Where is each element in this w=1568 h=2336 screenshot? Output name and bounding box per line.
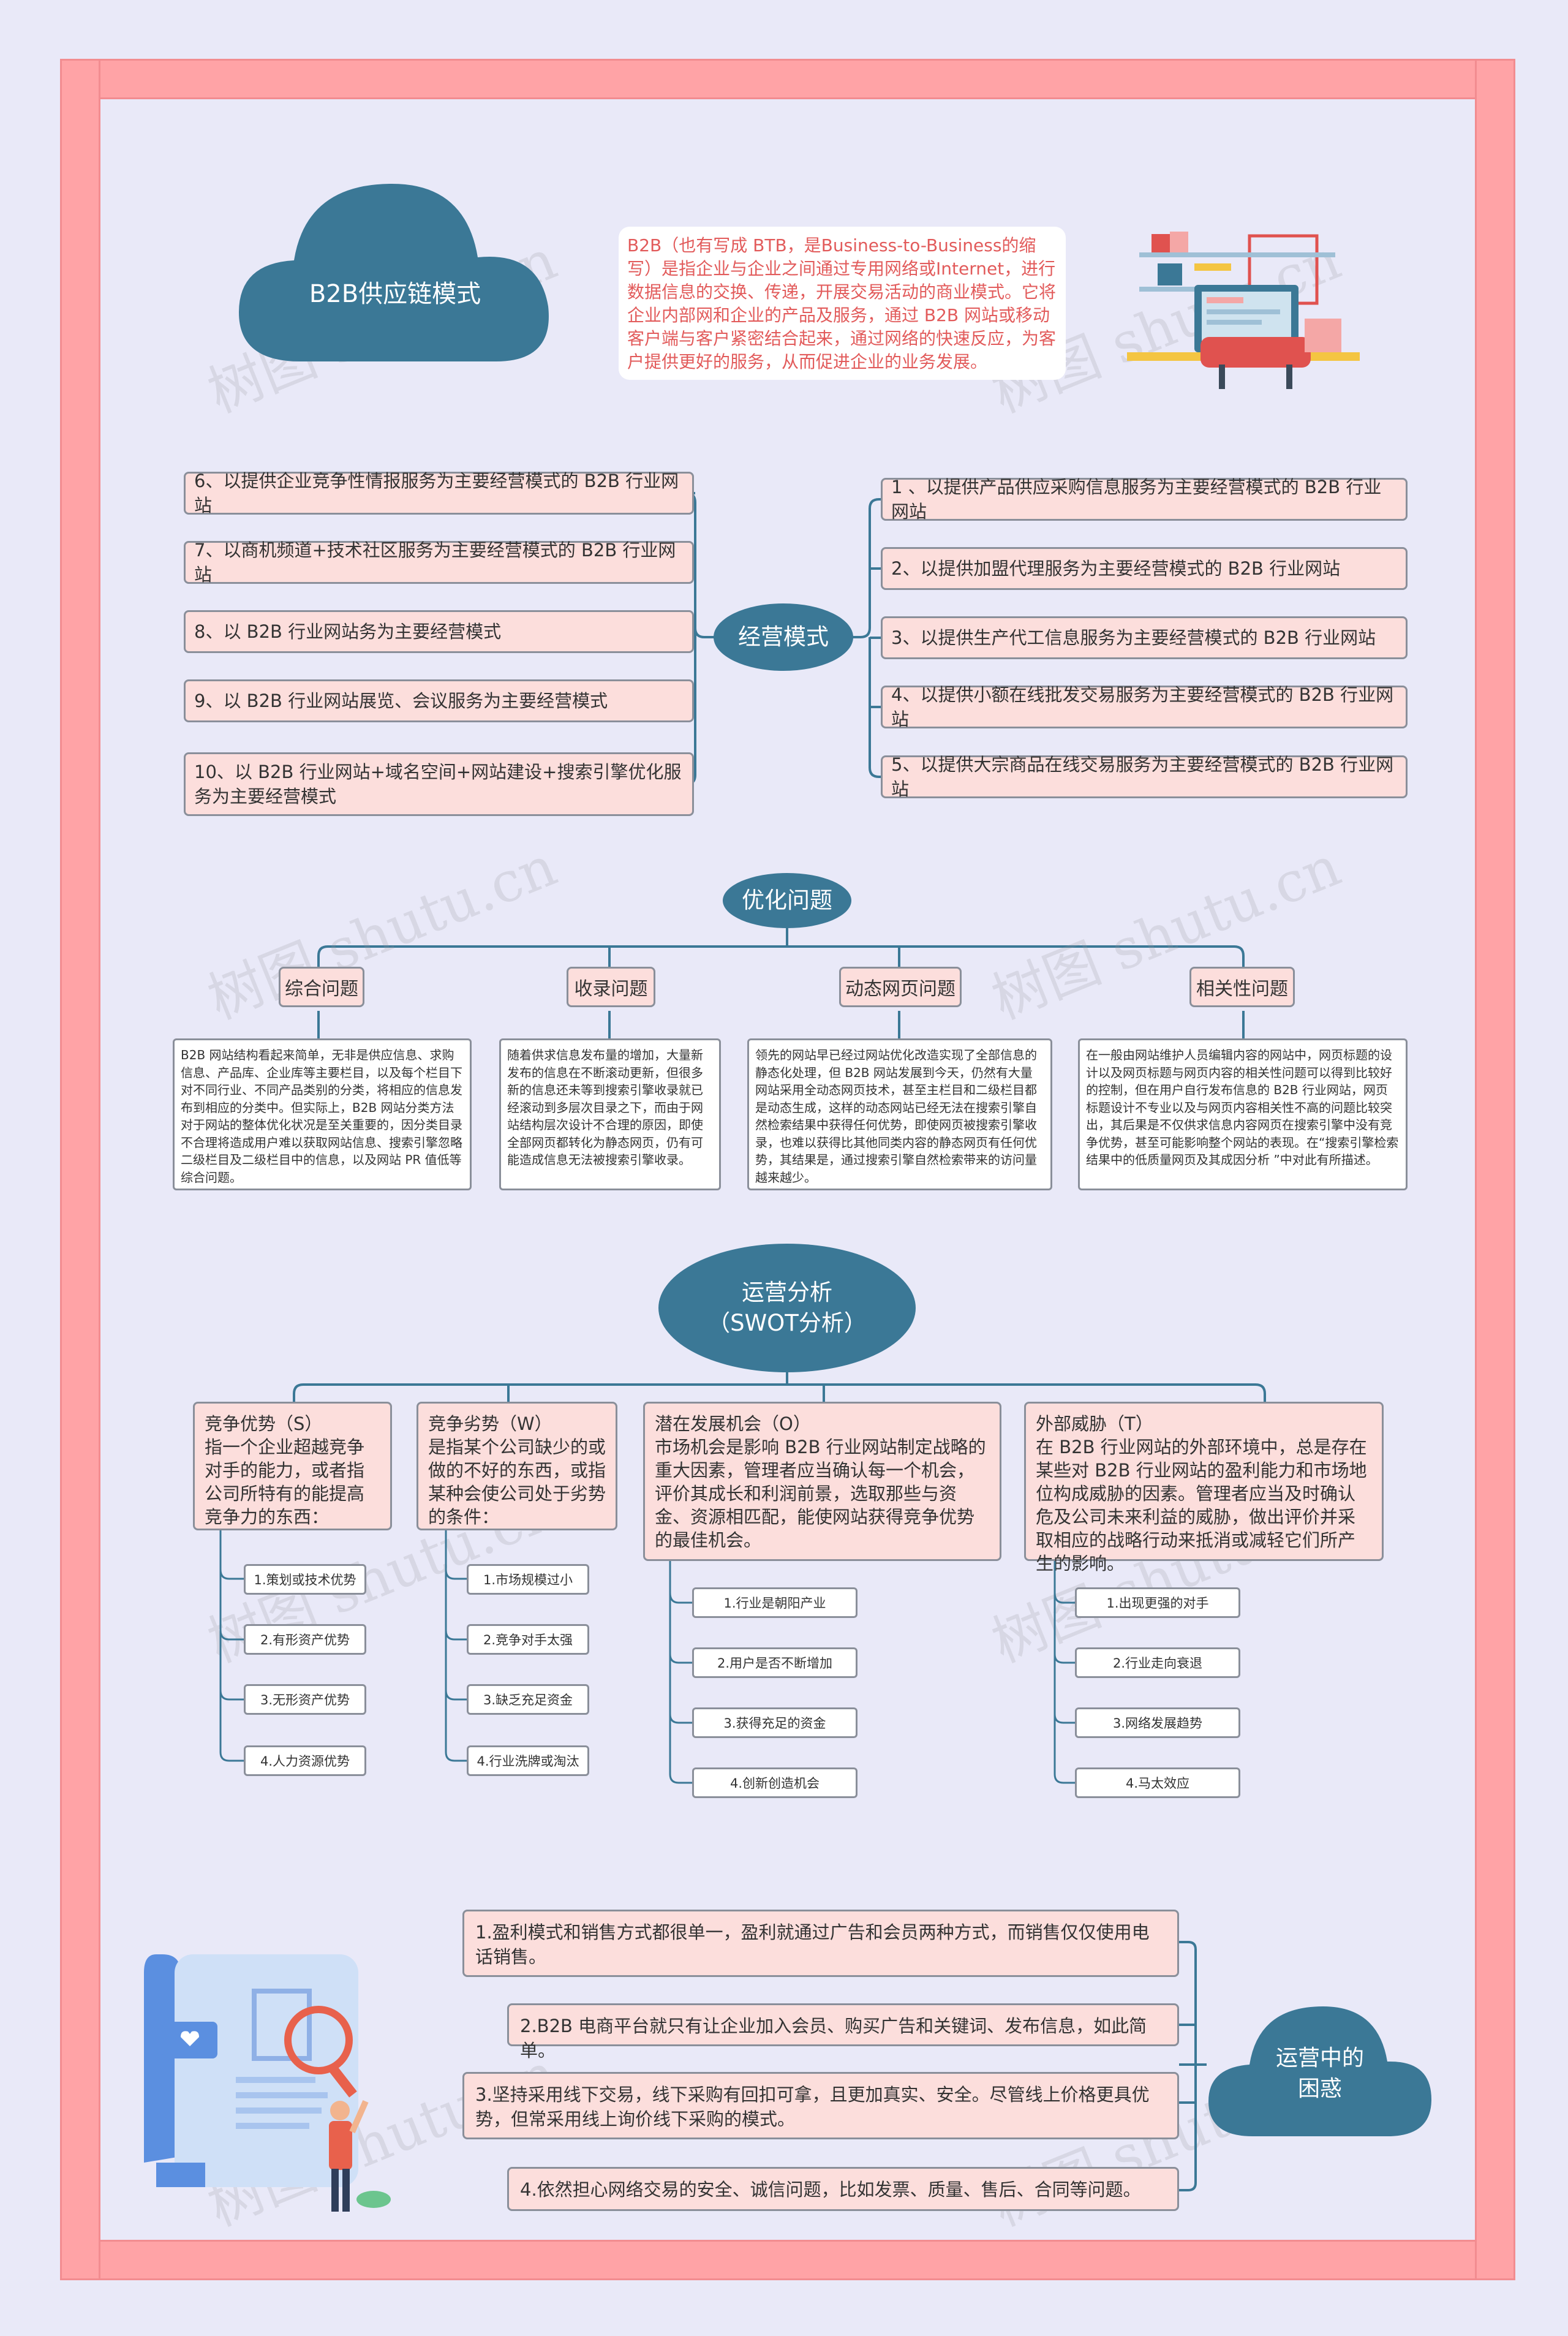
business-right-item: 4、以提供小额在线批发交易服务为主要经营模式的 B2B 行业网站 — [881, 684, 1408, 730]
optimization-detail: B2B 网站结构看起来简单，无非是供应信息、求购信息、产品库、企业库等主要栏目，… — [173, 1038, 472, 1190]
swot-threat: 外部威胁（T） 在 B2B 行业网站的外部环境中，总是存在某些对 B2B 行业网… — [1024, 1402, 1384, 1574]
troubles-cloud-icon — [1208, 2006, 1431, 2136]
swot-opportunity-item: 3.获得充足的资金 — [692, 1707, 858, 1738]
frame-left — [60, 59, 100, 2280]
title-cloud-icon — [239, 184, 549, 361]
swot-hub-line2: （SWOT分析） — [707, 1310, 867, 1336]
business-left-item: 7、以商机频道+技术社区服务为主要经营模式的 B2B 行业网站 — [184, 540, 694, 585]
swot-strength-item: 2.有形资产优势 — [244, 1624, 366, 1655]
optimization-category: 综合问题 — [279, 967, 364, 1007]
trouble-item: 1.盈利模式和销售方式都很单一，盈利就通过广告和会员两种方式，而销售仅仅使用电话… — [462, 1910, 1179, 1977]
swot-opportunity-item: 4.创新创造机会 — [692, 1767, 858, 1798]
business-left-item: 10、以 B2B 行业网站+域名空间+网站建设+搜索引擎优化服务为主要经营模式 — [184, 752, 694, 816]
swot-strength-item: 4.人力资源优势 — [244, 1745, 366, 1776]
trouble-item: 3.坚持采用线下交易，线下采购有回扣可拿，且更加真实、安全。尽管线上价格更具优势… — [462, 2072, 1179, 2139]
swot-opportunity-item: 2.用户是否不断增加 — [692, 1647, 858, 1678]
swot-strength-item: 3.无形资产优势 — [244, 1684, 366, 1715]
trouble-item: 2.B2B 电商平台就只有让企业加入会员、购买广告和关键词、发布信息，如此简单。 — [507, 2003, 1179, 2061]
swot-weakness: 竞争劣势（W） 是指某个公司缺少的或做的不好的东西，或指某种会使公司处于劣势的条… — [417, 1402, 617, 1530]
swot-weakness-item: 4.行业洗牌或淘汰 — [467, 1745, 589, 1776]
troubles-hub-line1: 运营中的 — [1275, 2046, 1364, 2071]
swot-threat-item: 2.行业走向衰退 — [1075, 1647, 1240, 1678]
swot-strength-item: 1.策划或技术优势 — [244, 1564, 366, 1595]
swot-opportunity-item: 1.行业是朝阳产业 — [692, 1587, 858, 1618]
optimization-category: 动态网页问题 — [839, 967, 962, 1007]
swot-opportunity: 潜在发展机会（O） 市场机会是影响 B2B 行业网站制定战略的重大因素，管理者应… — [643, 1402, 1001, 1561]
business-right-item: 2、以提供加盟代理服务为主要经营模式的 B2B 行业网站 — [881, 547, 1408, 590]
optimization-detail: 随着供求信息发布量的增加，大量新发布的信息在不断滚动更新，但很多新的信息还未等到… — [499, 1038, 721, 1190]
frame-top — [60, 59, 1515, 99]
optimization-category: 相关性问题 — [1189, 967, 1295, 1007]
intro-text: B2B（也有写成 BTB，是Business-to-Business的缩写）是指… — [619, 227, 1066, 380]
optimization-detail: 在一般由网站维护人员编辑内容的网站中，网页标题的设计以及网页标题与网页内容的相关… — [1078, 1038, 1408, 1190]
business-right-item: 3、以提供生产代工信息服务为主要经营模式的 B2B 行业网站 — [881, 616, 1408, 659]
business-left-item: 6、以提供企业竞争性情报服务为主要经营模式的 B2B 行业网站 — [184, 471, 694, 516]
optimization-hub: 优化问题 — [723, 873, 851, 928]
business-right-item: 1 、以提供产品供应采购信息服务为主要经营模式的 B2B 行业网站 — [881, 477, 1408, 522]
swot-weakness-item: 2.竞争对手太强 — [467, 1624, 589, 1655]
business-right-item: 5、以提供大宗商品在线交易服务为主要经营模式的 B2B 行业网站 — [881, 754, 1408, 799]
swot-threat-item: 4.马太效应 — [1075, 1767, 1240, 1798]
frame-bottom — [60, 2240, 1515, 2280]
troubles-hub: 运营中的 困惑 — [1204, 2043, 1436, 2104]
trouble-item: 4.依然担心网络交易的安全、诚信问题，比如发票、质量、售后、合同等问题。 — [507, 2167, 1179, 2211]
office-desk-illustration — [1127, 232, 1360, 389]
troubles-hub-line2: 困惑 — [1297, 2076, 1342, 2101]
search-person-illustration — [144, 1954, 391, 2212]
swot-threat-item: 1.出现更强的对手 — [1075, 1587, 1240, 1618]
swot-strength: 竞争优势（S） 指一个企业超越竞争对手的能力，或者指公司所特有的能提高竞争力的东… — [193, 1402, 392, 1530]
swot-threat-item: 3.网络发展趋势 — [1075, 1707, 1240, 1738]
business-left-item: 8、以 B2B 行业网站务为主要经营模式 — [184, 610, 694, 653]
optimization-detail: 领先的网站早已经过网站优化改造实现了全部信息的静态化处理，但 B2B 网站发展到… — [747, 1038, 1052, 1190]
swot-hub: 运营分析 （SWOT分析） — [658, 1244, 916, 1372]
optimization-category: 收录问题 — [567, 967, 655, 1007]
page-title: B2B供应链模式 — [309, 280, 481, 308]
business-model-hub: 经营模式 — [714, 603, 853, 671]
swot-weakness-item: 1.市场规模过小 — [467, 1564, 589, 1595]
swot-weakness-item: 3.缺乏充足资金 — [467, 1684, 589, 1715]
swot-hub-line1: 运营分析 — [742, 1279, 832, 1306]
frame-right — [1475, 59, 1515, 2280]
business-left-item: 9、以 B2B 行业网站展览、会议服务为主要经营模式 — [184, 679, 694, 722]
